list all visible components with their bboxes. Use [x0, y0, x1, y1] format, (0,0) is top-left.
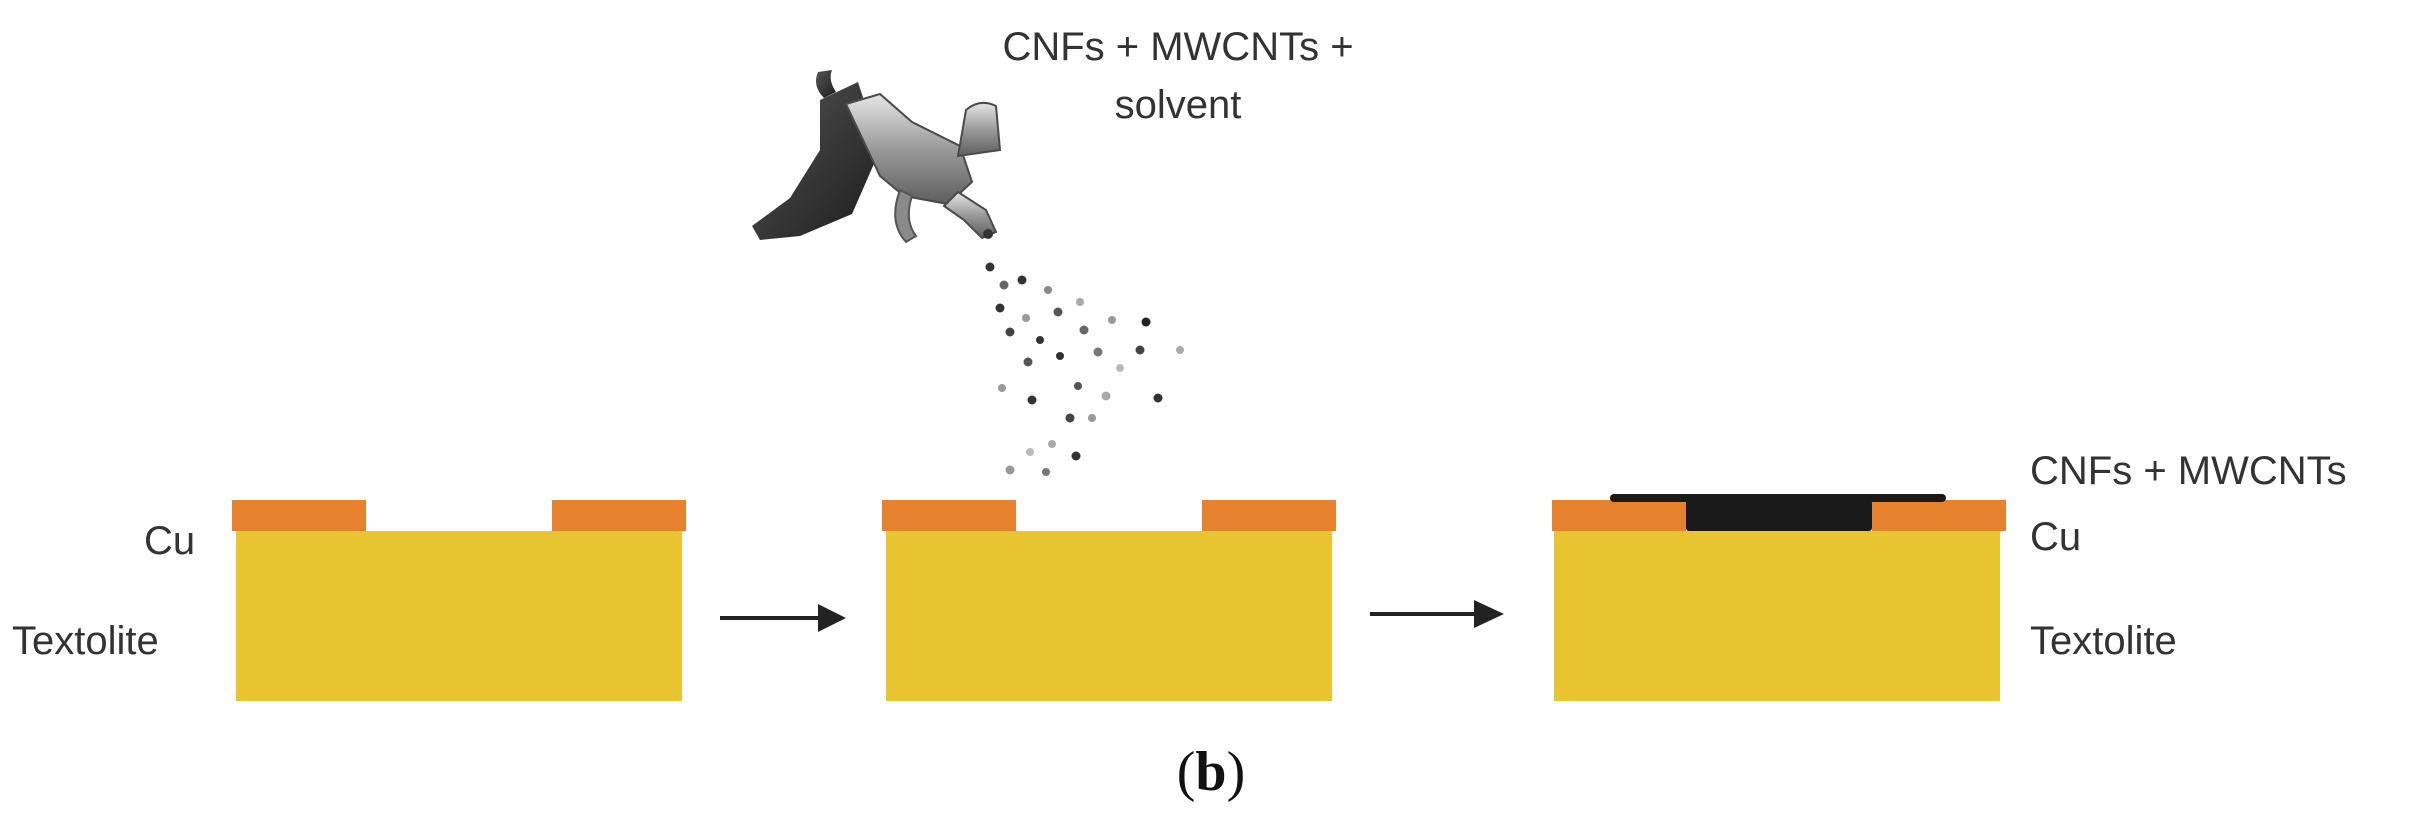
- textolite-label-right: Textolite: [2030, 619, 2177, 663]
- spray-particles: [985, 262, 1184, 476]
- cnf-mwcnt-coating-fill: [1686, 500, 1872, 531]
- board-stage-3: [1552, 494, 2006, 701]
- textolite-substrate: [1554, 531, 2000, 701]
- copper-pad-left: [232, 500, 366, 531]
- spray-label-line1: CNFs + MWCNTs +: [1002, 25, 1353, 69]
- copper-pad-left: [882, 500, 1016, 531]
- textolite-label-left: Textolite: [12, 619, 159, 663]
- figure-caption: (b): [1177, 741, 1245, 803]
- board-stage-1: [232, 500, 686, 701]
- copper-pad-right: [1872, 500, 2006, 531]
- airbrush-spray-gun-icon: [752, 70, 1002, 244]
- coating-label-right: CNFs + MWCNTs: [2030, 449, 2347, 493]
- textolite-substrate: [236, 531, 682, 701]
- arrow-right-icon: [1370, 600, 1504, 628]
- board-stage-2: [882, 500, 1336, 701]
- copper-pad-right: [1202, 500, 1336, 531]
- spray-label-line2: solvent: [1115, 83, 1242, 127]
- textolite-substrate: [886, 531, 1332, 701]
- arrow-right-icon: [720, 604, 846, 632]
- caption-open-paren: (: [1177, 741, 1196, 803]
- copper-pad-left: [1552, 500, 1686, 531]
- caption-letter: b: [1195, 741, 1226, 803]
- copper-pad-right: [552, 500, 686, 531]
- cu-label-left: Cu: [144, 519, 195, 563]
- cu-label-right: Cu: [2030, 515, 2081, 559]
- caption-close-paren: ): [1227, 741, 1246, 803]
- cnf-mwcnt-coating-film: [1610, 494, 1946, 502]
